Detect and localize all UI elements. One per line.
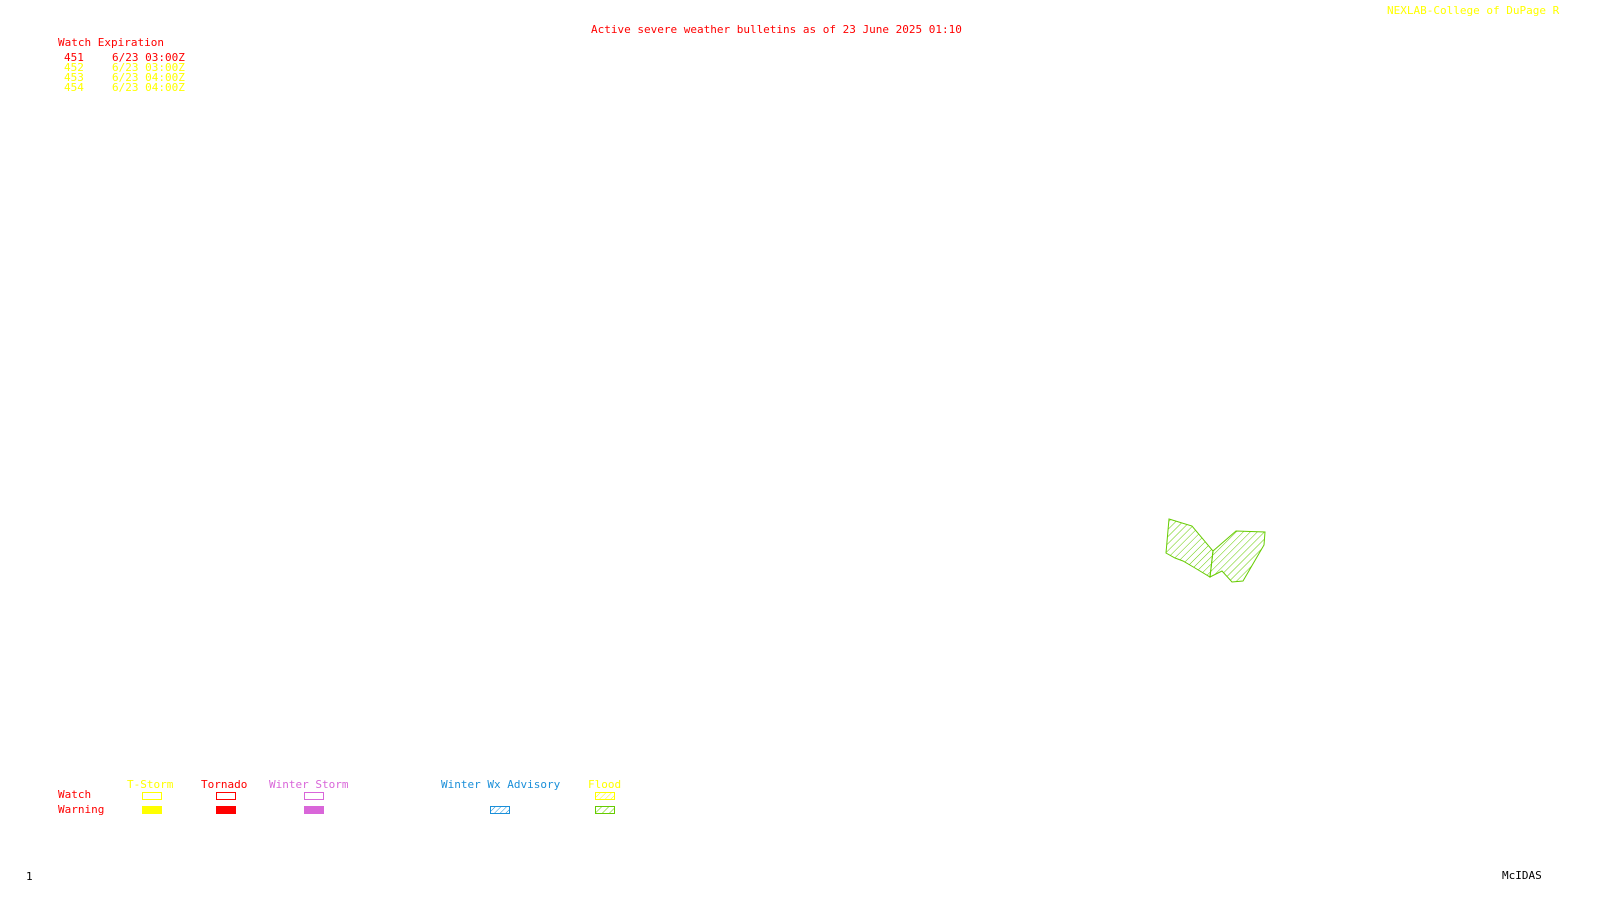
legend-tstorm-label: T-Storm — [127, 778, 174, 791]
legend-row-label-warning: Warning — [58, 803, 105, 816]
software-label: McIDAS — [1502, 869, 1542, 882]
watch-table-header: Watch Expiration — [58, 36, 164, 49]
legend-flood-warning-swatch — [595, 806, 615, 814]
watch-row-id: 454 — [64, 81, 84, 94]
legend-tstorm-watch-swatch — [142, 792, 162, 800]
watch-row-expiration: 6/23 04:00Z — [112, 71, 185, 84]
legend-winter-wx-advisory-swatch — [490, 806, 510, 814]
legend-winter-storm-label: Winter Storm — [269, 778, 349, 791]
legend-tornado-watch-swatch — [216, 792, 236, 800]
legend-tornado-warning-swatch — [216, 806, 236, 814]
watch-row-id: 451 — [64, 51, 84, 64]
frame-number: 1 — [26, 870, 33, 883]
watch-row-expiration: 6/23 03:00Z — [112, 61, 185, 74]
flood-warning-polygon — [1165, 518, 1266, 583]
watch-row-expiration: 6/23 03:00Z — [112, 51, 185, 64]
legend-winter-storm-watch-swatch — [304, 792, 324, 800]
watch-row-expiration: 6/23 04:00Z — [112, 81, 185, 94]
legend-row-label-watch: Watch — [58, 788, 92, 801]
legend-winter-wx-advisory-label: Winter Wx Advisory — [441, 778, 561, 791]
legend-flood-watch-swatch — [595, 792, 615, 800]
legend-flood-label: Flood — [588, 778, 622, 791]
watch-row-id: 453 — [64, 71, 84, 84]
legend-winter-storm-warning-swatch — [304, 806, 324, 814]
watch-row-id: 452 — [64, 61, 84, 74]
legend-tstorm-warning-swatch — [142, 806, 162, 814]
credit-text: NEXLAB-College of DuPage R — [1387, 4, 1560, 17]
bulletin-title: Active severe weather bulletins as of 23… — [591, 23, 962, 36]
legend-tornado-label: Tornado — [201, 778, 248, 791]
